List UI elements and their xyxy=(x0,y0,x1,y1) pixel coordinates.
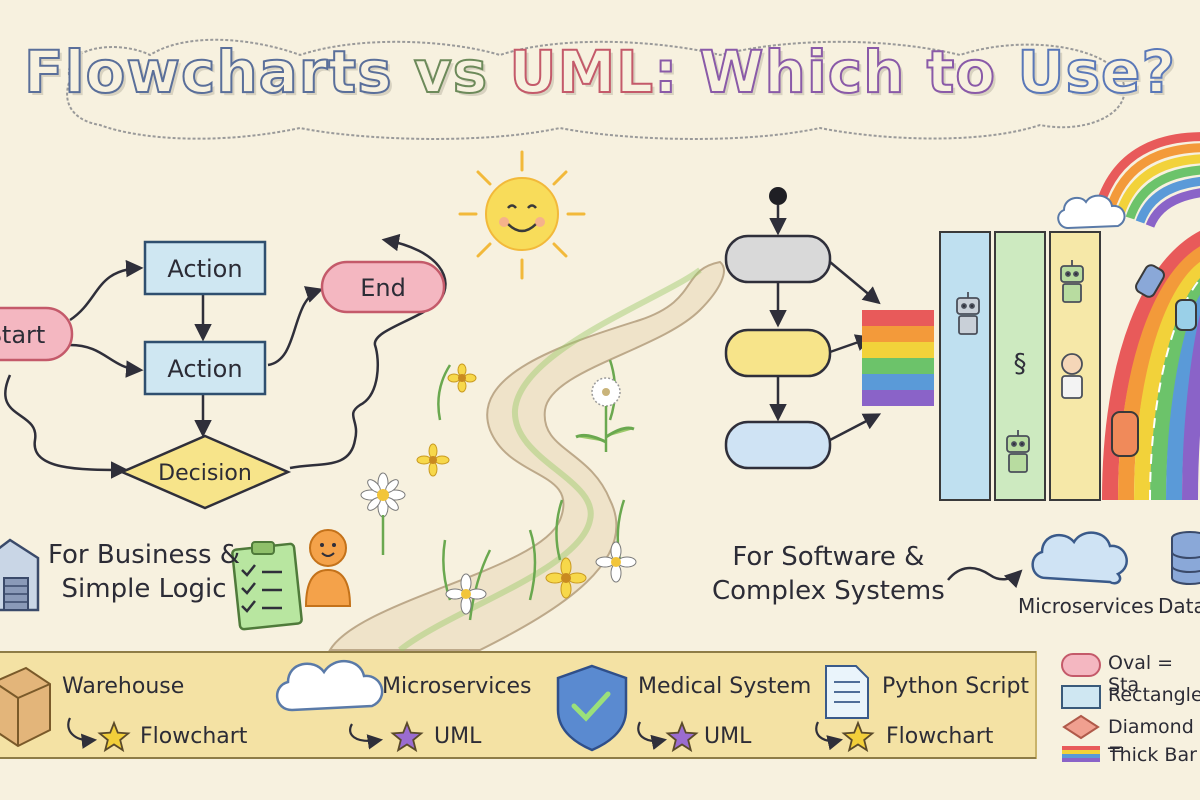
rainbow-arc xyxy=(1095,132,1200,228)
microservices-label: Microservices xyxy=(1018,594,1154,618)
connector-start-action2 xyxy=(69,343,144,378)
decision-diamond xyxy=(118,434,292,510)
warehouse-icon xyxy=(0,538,40,612)
right-caption-line2: Complex Systems xyxy=(712,576,945,606)
right-caption-line1: For Software & xyxy=(732,542,925,572)
car-icon xyxy=(1111,264,1197,457)
title-word-vs: vs xyxy=(413,37,489,107)
star-icon xyxy=(390,720,424,753)
document-icon xyxy=(825,665,869,719)
flowchart-group: Start Action Action End Decision xyxy=(0,233,447,510)
legend-oval-swatch xyxy=(1061,653,1101,677)
connector-action2-end xyxy=(267,286,324,367)
example-stars xyxy=(97,720,875,753)
legend-rect-text: Rectangle xyxy=(1108,684,1200,706)
example-result-medical-system: UML xyxy=(704,724,752,749)
uml-activity-3 xyxy=(724,420,832,470)
left-caption-line1: For Business & xyxy=(48,540,241,570)
svg-text:§: § xyxy=(1014,349,1027,379)
example-arrows xyxy=(67,717,844,751)
legend-diamond-text: Diamond = xyxy=(1108,716,1194,760)
action2-box xyxy=(143,340,267,396)
shield-icon xyxy=(556,664,628,752)
example-name-microservices: Microservices xyxy=(382,674,532,699)
uml-initial-node xyxy=(769,187,787,205)
uml-activity-2 xyxy=(724,328,832,378)
example-name-medical-system: Medical System xyxy=(638,674,812,699)
action1-label: Action xyxy=(167,255,242,283)
star-icon xyxy=(841,720,875,753)
legend-bar-swatch xyxy=(1062,746,1100,762)
left-caption: For Business & Simple Logic xyxy=(48,538,240,606)
legend-diamond-swatch xyxy=(1062,714,1100,740)
star-icon xyxy=(665,720,699,753)
microservices-example-cloud-icon xyxy=(276,660,384,712)
action1-box xyxy=(143,240,267,296)
connector-start-action1 xyxy=(69,259,144,322)
flowers-decoration xyxy=(360,359,637,621)
title-word-use: Use? xyxy=(1016,37,1176,107)
left-caption-line2: Simple Logic xyxy=(61,574,227,604)
title-word-to: to xyxy=(926,37,997,107)
database-label: Data xyxy=(1158,594,1200,618)
uml-activity-group xyxy=(724,187,934,470)
robot-icon xyxy=(956,260,1084,473)
start-oval xyxy=(0,306,74,362)
example-result-warehouse: Flowchart xyxy=(140,724,248,749)
title-cloud-outline xyxy=(66,38,1126,140)
example-result-microservices: UML xyxy=(434,724,482,749)
database-icon xyxy=(1171,531,1200,585)
example-name-warehouse: Warehouse xyxy=(62,674,185,699)
legend-oval-text: Oval = Sta xyxy=(1108,652,1174,696)
title-word-uml: UML xyxy=(508,37,655,107)
legend-bar-text: Thick Bar xyxy=(1108,744,1197,766)
end-label: End xyxy=(360,274,406,302)
star-icon xyxy=(97,720,131,753)
clipboard-icon xyxy=(231,541,303,631)
uml-activity-1 xyxy=(724,234,832,284)
action2-label: Action xyxy=(167,355,242,383)
uml-fork-bar-rainbow xyxy=(862,310,934,406)
title-word-colon: : xyxy=(653,37,679,107)
sun-icon xyxy=(458,150,586,280)
person-icon xyxy=(304,529,352,607)
title-word-which: Which xyxy=(699,37,906,107)
winding-path xyxy=(328,260,725,653)
right-caption: For Software & Complex Systems xyxy=(712,540,945,608)
right-caption-arrow xyxy=(947,566,1023,589)
microservices-cloud-icon xyxy=(1031,531,1128,585)
cloud-icon xyxy=(1057,194,1126,230)
page-title: Flowcharts vs UML: Which to Use? xyxy=(0,37,1200,107)
example-result-python-script: Flowchart xyxy=(886,724,994,749)
legend-rect-swatch xyxy=(1061,685,1101,709)
title-word-flowcharts: Flowcharts xyxy=(23,37,393,107)
example-name-python-script: Python Script xyxy=(882,674,1030,699)
end-oval xyxy=(320,260,446,314)
start-label: Start xyxy=(0,321,45,349)
connector-start-decision xyxy=(4,374,129,479)
legend xyxy=(1061,653,1101,762)
box-icon xyxy=(0,666,51,748)
swimlanes: § xyxy=(939,231,1101,501)
decision-label: Decision xyxy=(158,461,252,486)
